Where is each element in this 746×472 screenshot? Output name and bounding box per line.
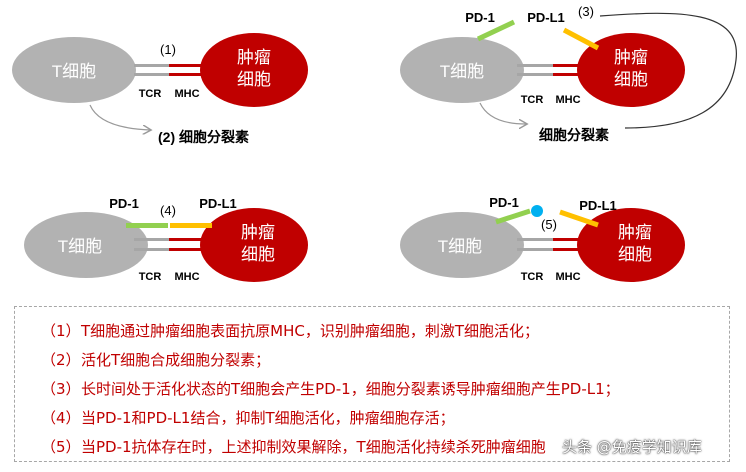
cytokine-label: 细胞分裂素 [539,127,609,143]
pdl1-ligand [562,27,600,51]
cytokine-arrow [479,102,526,124]
mhc-molecule [553,64,581,67]
mhc-molecule [553,238,581,241]
t-cell-label: T细胞 [440,62,484,81]
legend-item: （5）当PD-1抗体存在时，上述抑制效果解除，T细胞活化持续杀死肿瘤细胞 [41,436,546,457]
t-cell-label: T细胞 [52,62,96,81]
legend-item: （2）活化T细胞合成细胞分裂素； [41,349,270,370]
pdl1-ligand [559,209,599,228]
tumor-cell-label-2: 细胞 [241,245,275,264]
tcr-receptor [517,248,553,251]
feedback-loop [599,12,737,129]
watermark: 头条 @免疫学知识库 [562,438,702,456]
panel-1: T细胞 肿瘤 细胞 (1) TCR MHC (2) 细胞分裂素 [12,33,308,145]
tumor-cell-label-2: 细胞 [618,245,652,264]
tcr-receptor [134,64,169,67]
cytokine-label: (2) 细胞分裂素 [158,129,249,145]
pd1-receptor [476,19,516,42]
pd1-receptor [126,223,168,228]
anti-pd1-antibody [531,205,543,217]
tcr-label: TCR [139,88,162,100]
pdl1-label: PD-L1 [527,10,565,25]
step-label: (4) [160,203,176,218]
mhc-molecule [169,248,204,251]
legend-text: 长时间处于活化状态的T细胞会产生PD-1，细胞分裂素诱导肿瘤细胞产生PD-L1； [81,380,620,398]
legend-item: （3）长时间处于活化状态的T细胞会产生PD-1，细胞分裂素诱导肿瘤细胞产生PD-… [41,378,620,399]
tumor-cell-label-2: 细胞 [614,70,648,89]
tcr-receptor [517,73,553,76]
pdl1-label: PD-L1 [199,196,237,211]
tcr-receptor [517,238,553,241]
pdl1-ligand [170,223,212,228]
step-label: (3) [578,4,594,19]
mhc-label: MHC [555,271,580,283]
tcr-label: TCR [139,271,162,283]
step-label: (5) [541,217,557,232]
tumor-cell [200,208,308,282]
t-cell [400,37,524,103]
mhc-label: MHC [174,88,199,100]
t-cell [24,212,148,278]
legend-text: 当PD-1和PD-L1结合，抑制T细胞活化，肿瘤细胞存活； [81,409,455,427]
legend-number: （4） [41,409,81,427]
tcr-receptor [134,238,169,241]
tumor-cell-label-2: 细胞 [237,70,271,89]
tumor-cell-label-1: 肿瘤 [241,223,275,242]
t-cell [400,212,524,278]
panel-3: T细胞 肿瘤 细胞 PD-1 PD-L1 (4) TCR MHC [24,196,308,283]
pd1-receptor [495,208,531,225]
legend-number: （1） [41,322,81,340]
legend-item: （1）T细胞通过肿瘤细胞表面抗原MHC，识别肿瘤细胞，刺激T细胞活化； [41,320,539,341]
tumor-cell-label-1: 肿瘤 [237,48,271,67]
legend-number: （3） [41,380,81,398]
pd1-label: PD-1 [109,196,139,211]
step-label: (1) [160,42,176,57]
tcr-receptor [134,73,169,76]
tcr-receptor [134,248,169,251]
t-cell [12,37,136,103]
legend-number: （2） [41,351,81,369]
legend-item: （4）当PD-1和PD-L1结合，抑制T细胞活化，肿瘤细胞存活； [41,407,455,428]
t-cell-label: T细胞 [438,237,482,256]
mhc-molecule [169,64,204,67]
legend-number: （5） [41,438,81,456]
cytokine-arrow [89,104,150,130]
legend-text: T细胞通过肿瘤细胞表面抗原MHC，识别肿瘤细胞，刺激T细胞活化； [81,322,540,340]
pdl1-label: PD-L1 [579,198,617,213]
mhc-molecule [553,73,581,76]
tumor-cell-label-1: 肿瘤 [618,223,652,242]
mhc-molecule [169,238,204,241]
tumor-cell [200,33,308,107]
tumor-cell [577,208,685,282]
legend-box: （1）T细胞通过肿瘤细胞表面抗原MHC，识别肿瘤细胞，刺激T细胞活化； （2）活… [14,306,730,462]
tcr-label: TCR [521,94,544,106]
pd1-label: PD-1 [489,195,519,210]
pd1-label: PD-1 [465,10,495,25]
tcr-receptor [517,64,553,67]
tumor-cell-label-1: 肿瘤 [614,48,648,67]
tcr-label: TCR [521,271,544,283]
mhc-molecule [553,248,581,251]
panel-4: T细胞 肿瘤 细胞 PD-1 PD-L1 (5) TCR MHC [400,195,685,283]
pd1-mechanism-diagram: T细胞 肿瘤 细胞 (1) TCR MHC (2) 细胞分裂素 T细胞 肿瘤 细… [12,4,737,283]
tumor-cell [577,33,685,107]
mhc-label: MHC [174,271,199,283]
panel-2: T细胞 肿瘤 细胞 PD-1 PD-L1 (3) TCR MHC 细胞分裂素 [400,4,737,143]
legend-text: 活化T细胞合成细胞分裂素； [81,351,271,369]
mhc-label: MHC [555,94,580,106]
mhc-molecule [169,73,204,76]
legend-text: 当PD-1抗体存在时，上述抑制效果解除，T细胞活化持续杀死肿瘤细胞 [81,438,546,456]
t-cell-label: T细胞 [58,237,102,256]
